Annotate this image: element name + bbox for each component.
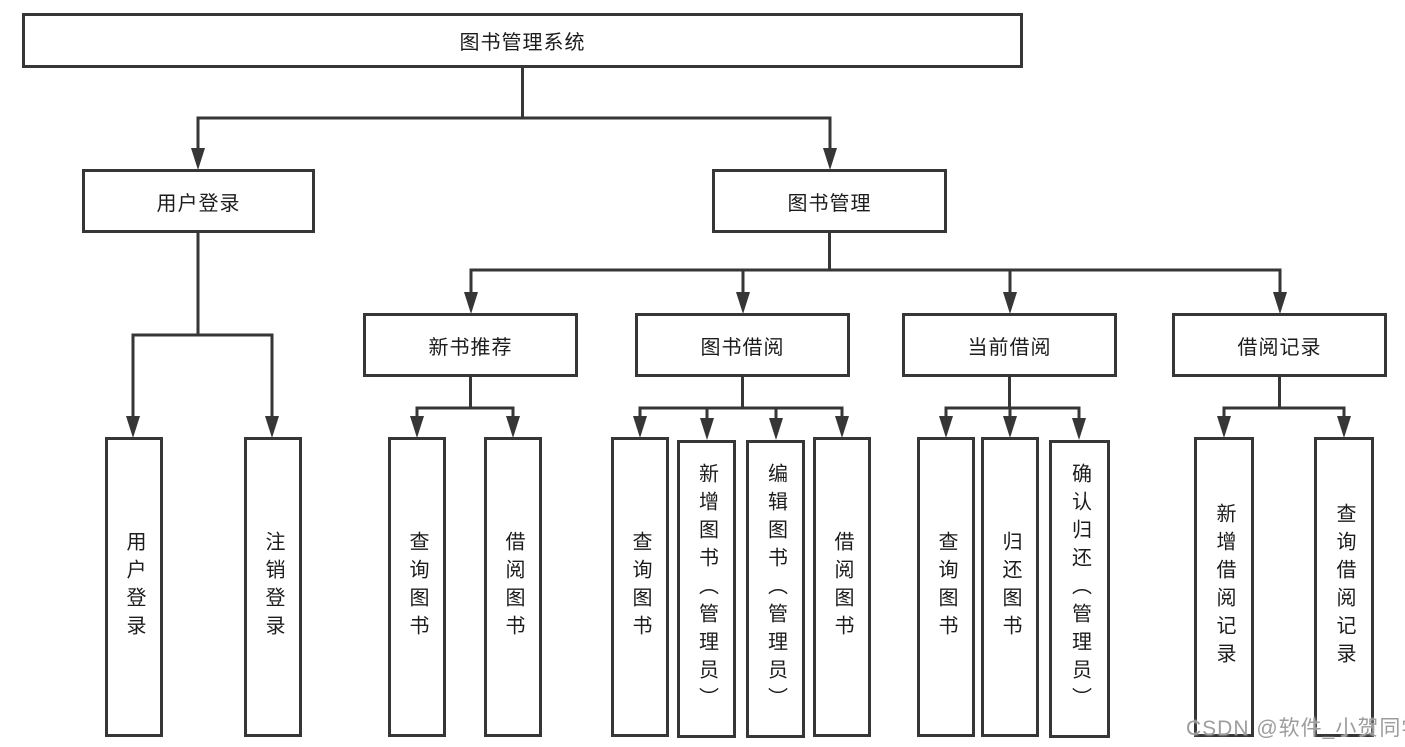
leaf-query-books-borrow-label: 查询图书: [629, 531, 651, 643]
node-root-label: 图书管理系统: [459, 32, 586, 54]
leaf-borrow-books: 借阅图书: [813, 437, 871, 737]
node-root: 图书管理系统: [22, 13, 1023, 68]
leaf-borrow-books-recommend: 借阅图书: [484, 437, 542, 737]
node-borrow-records: 借阅记录: [1172, 313, 1387, 377]
leaf-add-borrow-record: 新增借阅记录: [1194, 437, 1254, 737]
leaf-logout-label: 注销登录: [262, 531, 284, 643]
leaf-query-books-current: 查询图书: [917, 437, 975, 737]
leaf-return-books: 归还图书: [981, 437, 1039, 737]
leaf-add-books-admin-label: 新增图书（管理员）: [695, 463, 718, 715]
leaf-query-books-borrow: 查询图书: [611, 437, 669, 737]
leaf-add-borrow-record-label: 新增借阅记录: [1213, 503, 1235, 671]
leaf-edit-books-admin-label: 编辑图书（管理员）: [764, 463, 787, 715]
node-borrow-records-label: 借阅记录: [1237, 336, 1322, 359]
leaf-add-books-admin: 新增图书（管理员）: [677, 440, 736, 738]
node-book-management: 图书管理: [712, 169, 947, 233]
leaf-borrow-books-recommend-label: 借阅图书: [502, 531, 524, 643]
node-user-login: 用户登录: [82, 169, 315, 233]
leaf-query-books-recommend-label: 查询图书: [406, 531, 428, 643]
leaf-confirm-return-admin: 确认归还（管理员）: [1049, 440, 1110, 738]
leaf-query-books-current-label: 查询图书: [935, 531, 957, 643]
node-book-management-label: 图书管理: [787, 192, 872, 215]
leaf-user-login: 用户登录: [105, 437, 163, 737]
leaf-user-login-label: 用户登录: [123, 531, 145, 643]
leaf-query-books-recommend: 查询图书: [388, 437, 446, 737]
node-new-book-recommend: 新书推荐: [363, 313, 578, 377]
leaf-return-books-label: 归还图书: [999, 531, 1021, 643]
leaf-query-borrow-record-label: 查询借阅记录: [1333, 503, 1355, 671]
node-book-borrow: 图书借阅: [635, 313, 850, 377]
watermark: CSDN @软件_小贺同学: [1186, 717, 1405, 740]
node-current-borrow: 当前借阅: [902, 313, 1117, 377]
leaf-query-borrow-record: 查询借阅记录: [1314, 437, 1374, 737]
leaf-borrow-books-label: 借阅图书: [831, 531, 853, 643]
node-new-book-recommend-label: 新书推荐: [428, 336, 513, 359]
node-book-borrow-label: 图书借阅: [700, 336, 785, 359]
leaf-edit-books-admin: 编辑图书（管理员）: [746, 440, 805, 738]
leaf-confirm-return-admin-label: 确认归还（管理员）: [1068, 463, 1091, 715]
node-user-login-label: 用户登录: [156, 192, 241, 215]
leaf-logout: 注销登录: [244, 437, 302, 737]
node-current-borrow-label: 当前借阅: [967, 336, 1052, 359]
